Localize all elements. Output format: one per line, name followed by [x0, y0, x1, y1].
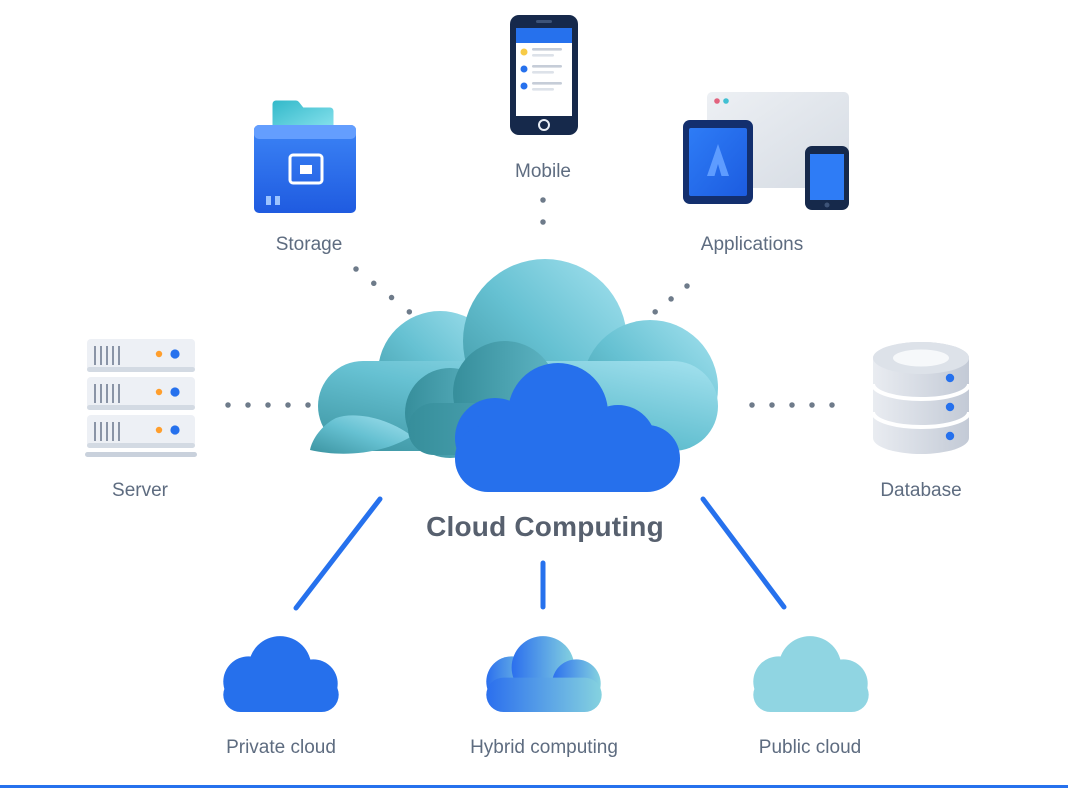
node-public-cloud [745, 631, 877, 712]
node-server [85, 339, 197, 459]
solid-line-public-cloud [700, 496, 787, 610]
database-icon [871, 342, 971, 454]
node-mobile [509, 14, 579, 136]
hybrid-computing-icon [486, 636, 602, 712]
mobile-icon [510, 15, 578, 135]
node-storage [252, 93, 358, 215]
diagram-title: Cloud Computing [426, 511, 664, 542]
cloud-computing-icon [310, 259, 718, 492]
private-cloud-label: Private cloud [226, 737, 336, 758]
hybrid-computing-label: Hybrid computing [470, 737, 618, 758]
node-private-cloud [215, 631, 347, 712]
mobile-label: Mobile [515, 161, 571, 182]
applications-icon [683, 92, 849, 210]
node-hybrid-computing [478, 631, 610, 712]
storage-label: Storage [275, 234, 343, 255]
server-label: Server [112, 480, 168, 501]
bottom-border-line [0, 785, 1068, 788]
storage-icon [254, 97, 356, 213]
node-database [871, 340, 971, 458]
node-cloud-computing [300, 253, 730, 495]
applications-label: Applications [700, 234, 804, 255]
database-label: Database [880, 480, 962, 501]
server-icon [85, 339, 197, 457]
public-cloud-icon [753, 636, 869, 712]
node-applications [683, 90, 851, 212]
private-cloud-icon [223, 636, 339, 712]
solid-line-private-cloud [293, 496, 383, 611]
public-cloud-label: Public cloud [758, 737, 862, 758]
